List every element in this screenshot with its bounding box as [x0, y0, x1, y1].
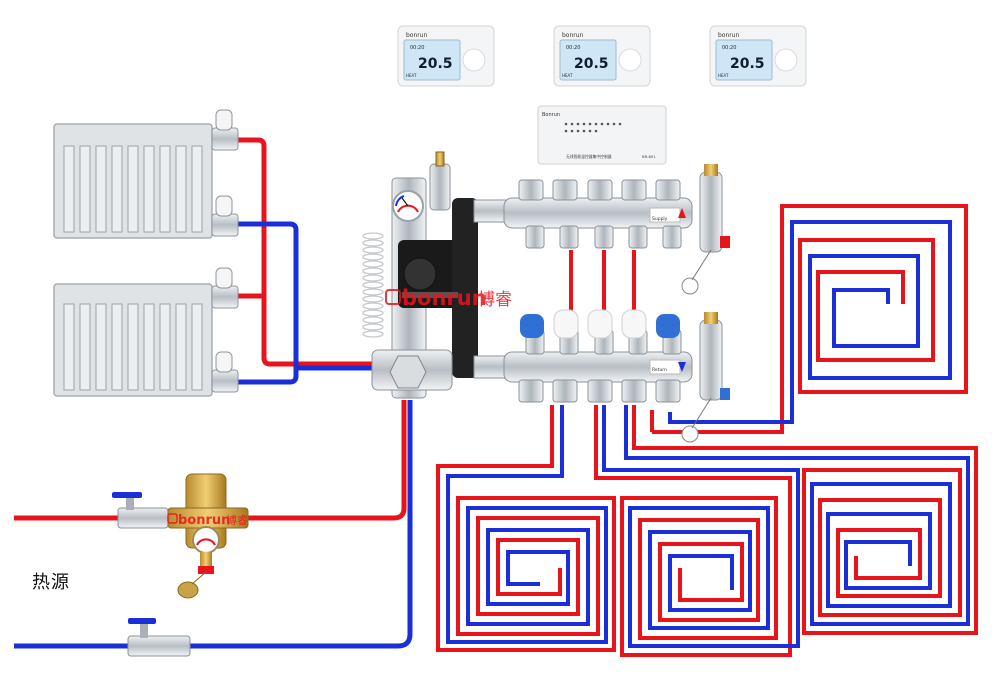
pressure-gauge-icon: [392, 190, 424, 222]
thermostat-temp: 20.5: [730, 56, 765, 72]
controller-icon[interactable]: Bonrun 无线智能温控器集中控制器 BR-601: [537, 105, 667, 165]
thermostat-mode: HEAT: [562, 73, 573, 78]
return-manifold: Return: [503, 329, 693, 403]
thermostat-brand: bonrun: [562, 32, 584, 39]
thermostat-brand: bonrun: [406, 32, 428, 39]
thermostat-temp: 20.5: [574, 56, 609, 72]
pump-icon: [398, 198, 478, 378]
brand-watermark-small: bonrun 博睿: [167, 513, 248, 528]
floor-loop-bottom-middle: [594, 405, 800, 657]
sensor-coil-icon: [362, 232, 384, 338]
radiator-icon: [53, 283, 213, 397]
manifold-end-valves[interactable]: [681, 164, 730, 443]
ball-valve-icon[interactable]: [112, 492, 169, 529]
return-manifold-label: Return: [652, 367, 667, 373]
mixing-station: [362, 151, 509, 399]
controller-title: 无线智能温控器集中控制器: [566, 154, 612, 159]
thermostat-1[interactable]: bonrun 00:20 20.5 HEAT: [397, 25, 495, 87]
radiator-return-pipe: [236, 221, 372, 385]
brand-wordmark: bonrun: [178, 513, 230, 528]
thermostat-brand: bonrun: [718, 32, 740, 39]
radiator-valve-icon: [211, 109, 239, 393]
brand-chinese: 博睿: [226, 513, 248, 527]
thermostat-2[interactable]: bonrun 00:20 20.5 HEAT: [553, 25, 651, 87]
brand-wordmark: bonrun: [402, 286, 487, 310]
radiator-icon: [53, 123, 213, 239]
supply-manifold: Supply: [503, 179, 693, 249]
manifold-loop-risers: [569, 250, 636, 315]
actuator-caps[interactable]: [520, 309, 680, 339]
controller-led-row: [564, 122, 622, 133]
thermostat-temp: 20.5: [418, 56, 453, 72]
brand-watermark: bonrun 博睿: [385, 286, 512, 310]
floor-loop-bottom-right: [624, 405, 978, 635]
controller-model: BR-601: [642, 154, 656, 159]
controller-brand: Bonrun: [542, 112, 560, 118]
radiator-supply-pipe: [236, 137, 372, 367]
floor-loop-right-upper: [650, 204, 968, 434]
thermostat-mode: HEAT: [718, 73, 729, 78]
supply-manifold-label: Supply: [652, 216, 668, 222]
heat-source-label: 热源: [32, 572, 70, 593]
supply-main-pipe: [14, 400, 407, 521]
separator-icon: [167, 473, 249, 599]
thermostat-dial-icon[interactable]: [774, 48, 798, 72]
brand-chinese: 博睿: [478, 290, 512, 310]
floor-loop-bottom-left: [436, 405, 616, 652]
thermostat-3[interactable]: bonrun 00:20 20.5 HEAT: [709, 25, 807, 87]
thermostat-time: 00:20: [722, 45, 736, 51]
thermostat-mode: HEAT: [406, 73, 417, 78]
thermostat-time: 00:20: [410, 45, 424, 51]
thermostat-time: 00:20: [566, 45, 580, 51]
return-main-pipe: [14, 400, 413, 649]
thermostat-dial-icon[interactable]: [462, 48, 486, 72]
ball-valve-icon[interactable]: [127, 618, 191, 657]
thermostat-dial-icon[interactable]: [618, 48, 642, 72]
